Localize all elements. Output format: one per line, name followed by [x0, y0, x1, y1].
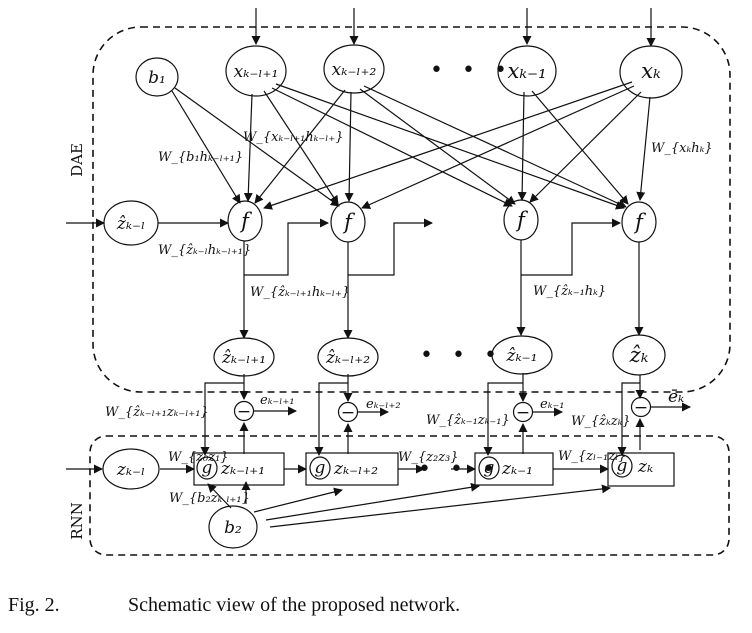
- weight-zhat1-h: W_{ẑₖ₋ₗ₊₁hₖ₋ₗ₊}: [250, 285, 350, 300]
- label-x2: xₖ₋ₗ₊₂: [332, 60, 377, 80]
- weight-zhat-in-h: W_{ẑₖ₋ₗhₖ₋ₗ₊₁}: [158, 243, 251, 258]
- weight-zhat4-z: W_{ẑₖzₖ}: [571, 414, 631, 429]
- weight-z0-z1: W_{z₀z₁}: [168, 450, 229, 465]
- g-node-2: [309, 456, 331, 480]
- error-e4: ēₖ: [668, 387, 684, 407]
- node-z-in: [102, 448, 160, 490]
- node-f3: [503, 199, 539, 241]
- label-x3: xₖ₋₁: [507, 59, 546, 83]
- weight-xk-h: W_{xₖhₖ}: [651, 141, 713, 156]
- node-f1: [227, 200, 263, 242]
- node-b2: [208, 505, 258, 549]
- label-z2: zₖ₋ₗ₊₂: [333, 459, 378, 479]
- label-z1: zₖ₋ₗ₊₁: [220, 459, 265, 479]
- label-zhat-in: ẑₖ₋ₗ: [116, 214, 145, 234]
- node-x1: [225, 45, 287, 97]
- g-node-1: [196, 456, 218, 480]
- weight-zhat3-z: W_{ẑₖ₋₁zₖ₋₁}: [426, 413, 510, 428]
- weight-zhat3-h: W_{ẑₖ₋₁hₖ}: [533, 284, 606, 299]
- g-node-3: [478, 456, 500, 480]
- rnn-cell-box-2: [305, 452, 399, 486]
- dae-label: DAE: [68, 143, 86, 177]
- weight-zhat1-z: W_{ẑₖ₋ₗ₊₁zₖ₋ₗ₊₁}: [105, 405, 209, 420]
- node-zhat3: [491, 335, 553, 375]
- node-zhat2: [317, 337, 379, 377]
- label-z-in: zₖ₋ₗ: [116, 460, 145, 480]
- error-e2: eₖ₋ₗ₊₂: [366, 397, 401, 412]
- weight-zl1-zl: W_{zₗ₋₁zₗ}: [558, 449, 627, 464]
- dots-zhat-row: • • •: [420, 343, 503, 368]
- minus-node-4: [630, 396, 652, 418]
- label-z3: zₖ₋₁: [501, 459, 533, 479]
- figure-caption: Fig. 2. Schematic view of the proposed ne…: [8, 594, 460, 617]
- label-minus-3: −: [516, 403, 530, 423]
- caption-text: Schematic view of the proposed network.: [128, 594, 461, 616]
- label-z4: zₖ: [637, 457, 653, 477]
- rnn-region: [89, 435, 730, 556]
- network-diagram: DAE RNN: [66, 8, 731, 556]
- dae-region: [92, 26, 731, 393]
- node-zhat-in: [103, 200, 159, 246]
- label-minus-4: −: [634, 398, 648, 418]
- node-x2: [323, 44, 385, 94]
- weight-z2-z3: W_{z₂z₃}: [398, 450, 459, 465]
- label-g4: g: [617, 456, 628, 476]
- dots-z-row: • • •: [418, 457, 501, 482]
- node-b1: [135, 57, 179, 97]
- weight-b2-z: W_{b₂zₖ ₗ₊₁}: [169, 491, 250, 506]
- node-zhat4: [612, 334, 666, 376]
- label-x1: xₖ₋ₗ₊₁: [234, 62, 279, 82]
- g-node-4: [611, 454, 633, 478]
- node-zhat1: [213, 337, 275, 377]
- label-minus-2: −: [341, 403, 355, 423]
- label-zhat1: ẑₖ₋ₗ₊₁: [221, 348, 266, 368]
- weight-x1-h: W_{xₖ₋ₗ₊₁hₖ₋ₗ₊}: [243, 130, 344, 145]
- node-x3: [497, 45, 557, 97]
- dots-x-row: • • •: [430, 58, 513, 83]
- minus-node-3: [512, 401, 534, 423]
- node-f2: [330, 201, 366, 243]
- label-zhat3: ẑₖ₋₁: [506, 346, 538, 366]
- label-f3: f: [515, 208, 528, 232]
- rnn-cell-box-1: [193, 452, 285, 486]
- error-e1: eₖ₋ₗ₊₁: [260, 393, 295, 408]
- label-g1: g: [202, 458, 213, 478]
- label-zhat4: ẑₖ: [629, 343, 649, 367]
- rnn-cell-box-4: [607, 452, 675, 487]
- label-x4: xₖ: [641, 59, 661, 83]
- label-minus-1: −: [237, 402, 251, 422]
- label-g2: g: [315, 458, 326, 478]
- minus-node-1: [233, 400, 255, 422]
- caption-number: Fig. 2.: [8, 594, 60, 616]
- node-x4: [619, 45, 683, 99]
- label-g3: g: [484, 458, 495, 478]
- rnn-label: RNN: [68, 502, 86, 540]
- node-f4: [621, 201, 657, 243]
- label-f4: f: [633, 210, 646, 234]
- error-e3: eₖ₋₁: [540, 397, 565, 412]
- weight-b1-h: W_{b₁hₖ₋ₗ₊₁}: [158, 150, 243, 165]
- label-b2: b₂: [224, 518, 242, 538]
- label-zhat2: ẑₖ₋ₗ₊₂: [325, 348, 370, 368]
- label-f1: f: [239, 209, 252, 233]
- minus-node-2: [337, 401, 359, 423]
- rnn-cell-box-3: [474, 452, 554, 486]
- label-f2: f: [342, 210, 355, 234]
- label-b1: b₁: [148, 68, 166, 88]
